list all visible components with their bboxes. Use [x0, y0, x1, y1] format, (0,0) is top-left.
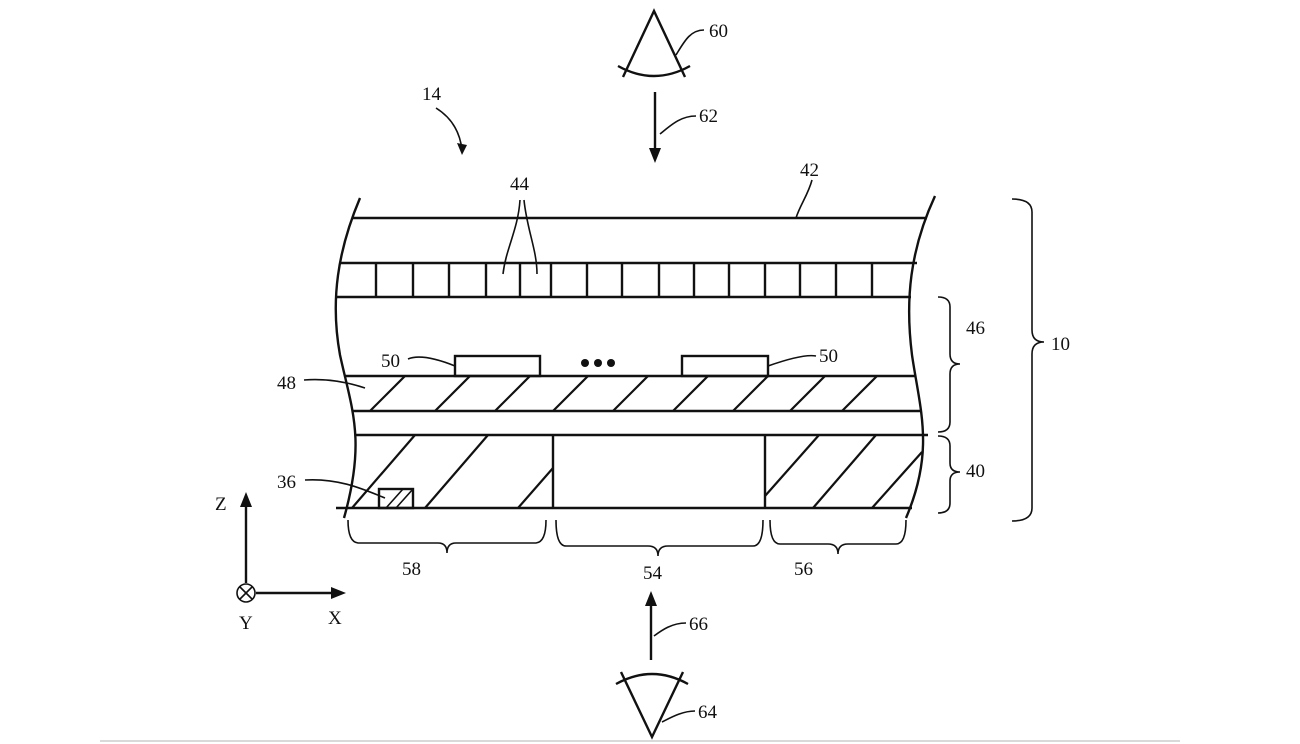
label-50-right: 50	[819, 346, 838, 367]
brace-54	[555, 519, 764, 557]
bottom-light-arrow	[645, 591, 657, 660]
right-break-edge	[904, 195, 937, 519]
label-10: 10	[1051, 334, 1070, 355]
ellipsis-dots	[581, 359, 615, 367]
top-viewer-eye	[617, 8, 691, 78]
label-56: 56	[794, 559, 813, 580]
brace-56	[769, 519, 907, 555]
label-46: 46	[966, 318, 985, 339]
substrate-hatching	[369, 375, 878, 412]
sensor-hatch	[385, 488, 404, 509]
brace-10	[1011, 198, 1045, 522]
bottom-viewer-eye	[615, 671, 689, 740]
region-braces	[347, 198, 1045, 557]
leader-lines	[303, 29, 817, 723]
axis-label-x: X	[328, 608, 342, 629]
device-stack	[334, 195, 937, 519]
assembly-arrow	[435, 107, 467, 155]
label-40: 40	[966, 461, 985, 482]
label-48: 48	[277, 373, 296, 394]
label-44: 44	[510, 174, 530, 195]
label-62: 62	[699, 106, 718, 127]
pixel-cells	[374, 263, 874, 297]
page-bottom-rule	[100, 740, 1180, 742]
label-42: 42	[800, 160, 819, 181]
top-light-arrow	[649, 92, 661, 163]
label-60: 60	[709, 21, 728, 42]
coordinate-axes	[236, 492, 346, 603]
label-54: 54	[643, 563, 663, 584]
reference-numerals: 14 60 62 42 44 46 10 50 50 48 40 36 58 5…	[215, 21, 1070, 723]
label-66: 66	[689, 614, 708, 635]
label-36: 36	[277, 472, 296, 493]
y-axis-into-page-icon	[236, 583, 256, 603]
axis-label-y: Y	[239, 613, 253, 634]
label-14: 14	[422, 84, 442, 105]
label-64: 64	[698, 702, 718, 723]
axis-label-z: Z	[215, 494, 227, 515]
brace-46	[937, 296, 961, 433]
sensor-hatch-2	[395, 488, 414, 509]
label-50-left: 50	[381, 351, 400, 372]
component-left-block	[453, 354, 542, 378]
brace-58	[347, 519, 547, 554]
bottom-layer-hatching	[351, 434, 923, 509]
label-58: 58	[402, 559, 421, 580]
brace-40	[937, 435, 961, 514]
component-right-block	[680, 354, 770, 378]
left-break-edge	[334, 197, 362, 519]
